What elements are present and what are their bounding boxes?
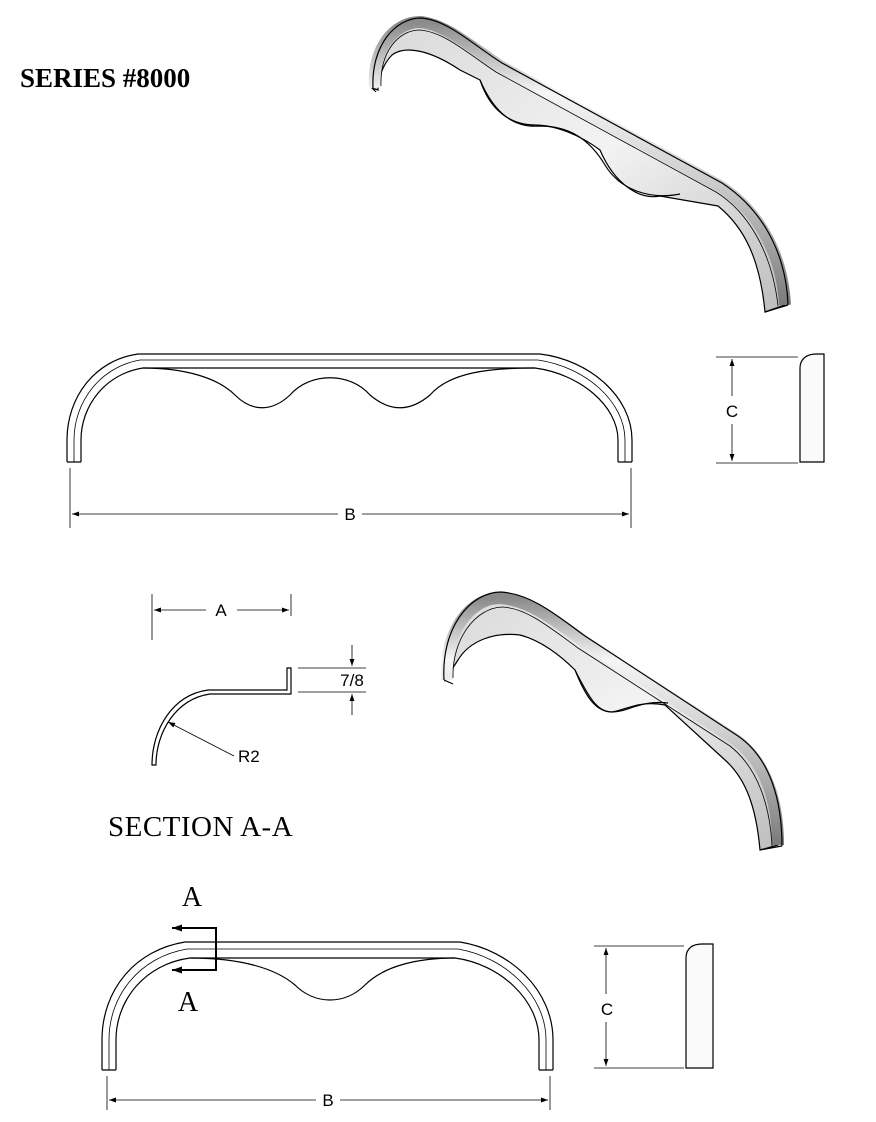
dimension-b-label: B — [344, 505, 355, 524]
side-view-three-hump-fender — [66, 353, 633, 463]
isometric-render-tandem-fender — [368, 15, 791, 313]
series-title: SERIES #8000 — [20, 63, 190, 93]
dimension-a-label: A — [215, 601, 227, 620]
section-cut-indicator: A A — [172, 882, 217, 1018]
dimension-c-label-bottom: C — [601, 1000, 613, 1019]
section-title: SECTION A-A — [108, 811, 293, 843]
side-view-two-hump-fender — [101, 941, 554, 1071]
section-cut-label-top: A — [182, 882, 203, 913]
dimension-b-bottom: B — [106, 1076, 551, 1110]
end-profile-bottom: C — [594, 943, 714, 1069]
dimension-flange-height-label: 7/8 — [340, 671, 364, 690]
section-profile: A 7/8 R2 — [151, 594, 366, 766]
isometric-render-tandem-fender-2 — [440, 591, 784, 851]
end-profile-top: C — [716, 353, 825, 464]
dimension-radius-label: R2 — [238, 747, 260, 766]
section-cut-label-bottom: A — [178, 987, 199, 1018]
dimension-b-top: B — [69, 468, 632, 528]
dimension-c-label-top: C — [726, 402, 738, 421]
dimension-b-label-bottom: B — [322, 1091, 333, 1110]
